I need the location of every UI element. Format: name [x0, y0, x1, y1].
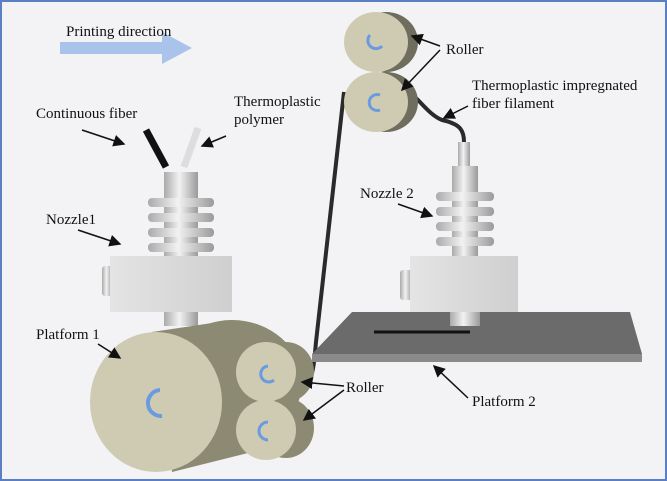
platform-2 [312, 312, 642, 362]
printing-direction-label: Printing direction [66, 24, 172, 40]
label-platform-2: Platform 2 [472, 394, 536, 410]
direction-arrow-icon [60, 32, 192, 64]
nozzle-1 [102, 126, 232, 326]
label-thermoplastic-polymer-1: Thermoplastic [234, 94, 321, 110]
rotation-arrow-icon [367, 93, 381, 112]
rotation-arrow-icon [257, 420, 269, 442]
top-roller-lower [344, 72, 418, 132]
thermoplastic-feed [180, 126, 202, 169]
rotation-arrow-icon [259, 364, 275, 384]
nozzle-2 [400, 142, 518, 326]
platform-1-roller-lower [236, 398, 314, 460]
platform-1-roller-upper [236, 342, 314, 402]
label-thermoplastic-polymer-2: polymer [234, 112, 284, 128]
label-nozzle-2: Nozzle 2 [360, 186, 414, 202]
rotation-arrow-icon [146, 388, 163, 419]
label-roller-bottom: Roller [346, 380, 384, 396]
printing-direction-arrow [60, 32, 192, 64]
label-nozzle-1: Nozzle1 [46, 212, 96, 228]
label-roller-top: Roller [446, 42, 484, 58]
top-roller-upper [344, 12, 418, 72]
rotation-arrow-icon [366, 33, 384, 51]
continuous-fiber-feed [142, 128, 170, 169]
label-continuous-fiber: Continuous fiber [36, 106, 137, 122]
label-filament-1: Thermoplastic impregnated [472, 78, 638, 94]
label-filament-2: fiber filament [472, 96, 555, 112]
leader-arrows [77, 33, 469, 421]
label-platform-1: Platform 1 [36, 327, 100, 343]
